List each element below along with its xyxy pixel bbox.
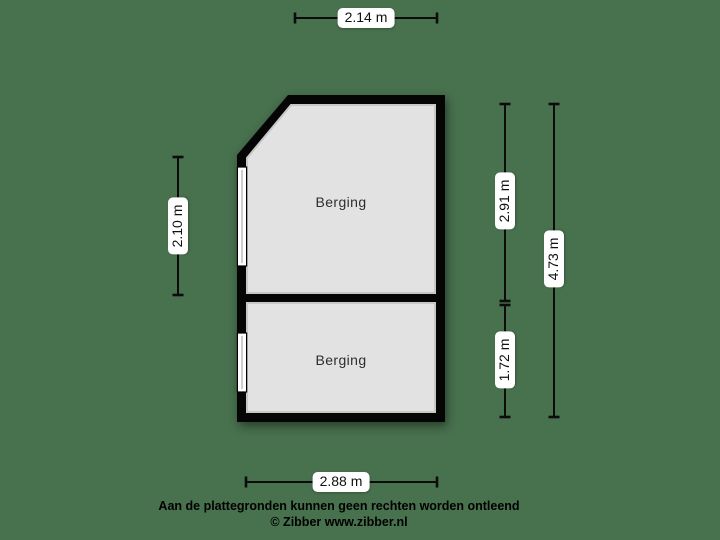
window-upper <box>236 166 248 267</box>
room-label-berging-upper: Berging <box>315 194 367 210</box>
dimension-label-right-upper: 2.91 m <box>495 172 515 230</box>
dimension-label-left: 2.10 m <box>168 197 188 255</box>
room-label-berging-lower: Berging <box>315 352 367 368</box>
dimension-label-right-total: 4.73 m <box>544 230 564 288</box>
dimension-label-top: 2.14 m <box>337 8 395 28</box>
window-lower <box>236 332 248 393</box>
room-floor-lower <box>246 302 436 413</box>
footer-disclaimer: Aan de plattegronden kunnen geen rechten… <box>158 499 520 513</box>
footer-copyright: © Zibber www.zibber.nl <box>270 514 408 529</box>
dimension-label-right-lower: 1.72 m <box>495 331 515 389</box>
building <box>236 95 445 422</box>
dimension-label-bottom: 2.88 m <box>312 472 370 492</box>
footer: Aan de plattegronden kunnen geen rechten… <box>158 499 519 530</box>
room-floor-upper <box>246 104 436 294</box>
